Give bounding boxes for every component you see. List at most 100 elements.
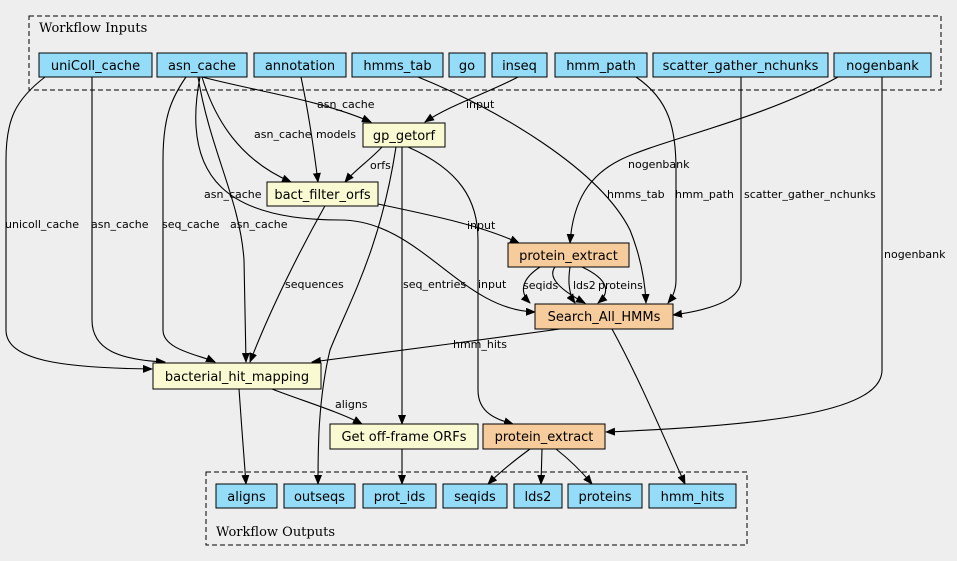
edge-mapping-to-aligns bbox=[238, 388, 250, 485]
node-asn-cache[interactable]: asn_cache bbox=[156, 52, 248, 78]
node-out-aligns-label: aligns bbox=[227, 490, 266, 505]
node-asn-cache-label: asn_cache bbox=[168, 59, 236, 74]
edge-nogenbank-to-pe2 bbox=[605, 77, 883, 436]
edge-label-pe1-lds2: lds2 bbox=[573, 279, 596, 292]
node-gp-getorf-label: gp_getorf bbox=[373, 129, 436, 144]
edge-label-mapping-to-offframe: aligns bbox=[335, 398, 368, 411]
node-out-aligns[interactable]: aligns bbox=[215, 483, 278, 509]
node-out-hmm-hits[interactable]: hmm_hits bbox=[648, 483, 737, 509]
node-bacterial-hit-mapping[interactable]: bacterial_hit_mapping bbox=[152, 362, 322, 390]
edge-label-asn-to-getorf: asn_cache bbox=[317, 98, 375, 111]
node-hmm-path[interactable]: hmm_path bbox=[554, 52, 648, 78]
node-annotation[interactable]: annotation bbox=[253, 52, 347, 78]
node-out-proteins-label: proteins bbox=[579, 490, 632, 505]
node-nogenbank-label: nogenbank bbox=[846, 59, 919, 74]
edge-label-asn-to-mapping-asn: asn_cache bbox=[230, 218, 288, 231]
edge-pe2-to-lds2 bbox=[537, 448, 546, 485]
edge-getorf-to-outseqs bbox=[314, 146, 397, 485]
node-bacterial-hit-mapping-label: bacterial_hit_mapping bbox=[165, 370, 309, 385]
node-out-seqids-label: seqids bbox=[454, 490, 496, 505]
node-search-all-hmms-label: Search_All_HMMs bbox=[548, 310, 661, 325]
edge-label-getorf-to-offframe: seq_entries bbox=[403, 278, 466, 291]
edges: asn_cache input asn_cache models orfs no… bbox=[5, 76, 946, 485]
node-out-proteins[interactable]: proteins bbox=[567, 483, 643, 509]
workflow-outputs-label: Workflow Outputs bbox=[216, 525, 335, 540]
edge-label-inseq-to-getorf: input bbox=[466, 98, 495, 111]
edge-asn-to-mapping-seq bbox=[162, 76, 216, 363]
node-unicoll-cache[interactable]: uniColl_cache bbox=[38, 52, 153, 78]
workflow-outputs-cluster bbox=[205, 471, 748, 546]
node-scatter-gather-nchunks-label: scatter_gather_nchunks bbox=[663, 59, 819, 74]
edge-getorf-to-pe2 bbox=[407, 146, 514, 426]
edge-mapping-to-offframe bbox=[271, 388, 363, 425]
node-hmm-path-label: hmm_path bbox=[566, 59, 636, 74]
node-scatter-gather-nchunks[interactable]: scatter_gather_nchunks bbox=[652, 52, 829, 78]
node-go-label: go bbox=[459, 59, 475, 74]
node-hmms-tab-label: hmms_tab bbox=[363, 59, 431, 74]
edge-label-getorf-to-filter: orfs bbox=[370, 159, 391, 172]
edge-pe1-proteins-b bbox=[552, 266, 586, 304]
node-protein-extract-1-label: protein_extract bbox=[519, 249, 618, 264]
edge-label-hmms-tab-to-search: hmms_tab bbox=[607, 188, 665, 201]
edge-annotation-to-filter bbox=[300, 76, 321, 183]
output-nodes: aligns outseqs prot_ids seqids lds2 prot… bbox=[215, 483, 737, 509]
node-annotation-label: annotation bbox=[265, 59, 335, 74]
edge-search-to-hmm-hits bbox=[611, 328, 686, 485]
edge-label-asn-to-filter: asn_cache bbox=[254, 128, 312, 141]
node-bact-filter-orfs[interactable]: bact_filter_orfs bbox=[266, 181, 379, 207]
node-out-hmm-hits-label: hmm_hits bbox=[661, 490, 725, 505]
edge-label-scatter-to-search: scatter_gather_nchunks bbox=[744, 188, 876, 201]
node-protein-extract-2-label: protein_extract bbox=[495, 430, 594, 445]
edge-nogenbank-to-pe1 bbox=[566, 76, 839, 244]
edge-label-nogenbank-to-pe1: nogenbank bbox=[628, 158, 690, 171]
node-out-outseqs-label: outseqs bbox=[294, 490, 345, 505]
edge-asn-to-filter bbox=[201, 76, 292, 183]
edge-pe1-proteins bbox=[581, 266, 608, 304]
edge-unicoll-to-mapping bbox=[5, 76, 153, 373]
node-nogenbank[interactable]: nogenbank bbox=[833, 52, 932, 78]
edge-label-pe1-proteins: proteins bbox=[598, 279, 643, 292]
edge-label-hmm-path-to-search: hmm_path bbox=[675, 188, 734, 201]
node-gp-getorf[interactable]: gp_getorf bbox=[362, 122, 446, 148]
edge-pe2-to-seqids bbox=[487, 448, 531, 485]
node-out-outseqs[interactable]: outseqs bbox=[283, 483, 356, 509]
edge-scatter-to-search bbox=[672, 77, 742, 318]
node-out-lds2-label: lds2 bbox=[525, 490, 552, 505]
edge-label-asn-to-search: asn_cache bbox=[204, 188, 262, 201]
edge-label-pe1-seqids: seqids bbox=[523, 279, 559, 292]
edge-label-asn-to-mapping-seq: seq_cache bbox=[162, 218, 220, 231]
node-out-prot-ids[interactable]: prot_ids bbox=[362, 483, 437, 509]
node-protein-extract-1[interactable]: protein_extract bbox=[507, 242, 630, 268]
edge-inseq-to-getorf bbox=[424, 76, 519, 123]
step-nodes: gp_getorf bact_filter_orfs protein_extra… bbox=[152, 122, 674, 450]
edge-pe2-to-proteins bbox=[555, 448, 593, 485]
edge-asn-to-mapping-cache bbox=[91, 77, 166, 366]
workflow-inputs-label: Workflow Inputs bbox=[39, 21, 147, 36]
edge-asn-to-search bbox=[195, 76, 536, 316]
node-hmms-tab[interactable]: hmms_tab bbox=[351, 52, 444, 78]
edge-label-search-to-mapping: hmm_hits bbox=[453, 338, 507, 351]
edge-pe1-lds2 bbox=[566, 266, 576, 304]
edge-label-unicoll-to-mapping: unicoll_cache bbox=[5, 218, 79, 231]
node-search-all-hmms[interactable]: Search_All_HMMs bbox=[534, 303, 674, 330]
workflow-inputs-cluster bbox=[28, 15, 942, 91]
edge-asn-to-getorf bbox=[201, 76, 372, 123]
edge-filter-to-pe1 bbox=[377, 203, 520, 244]
node-unicoll-cache-label: uniColl_cache bbox=[51, 59, 140, 74]
node-get-off-frame-orfs[interactable]: Get off-frame ORFs bbox=[329, 423, 479, 450]
edge-label-nogenbank-to-pe2: nogenbank bbox=[884, 248, 946, 261]
edge-label-annotation-to-filter: models bbox=[316, 128, 356, 141]
edge-label-getorf-to-pe2: input bbox=[478, 278, 507, 291]
node-out-seqids[interactable]: seqids bbox=[442, 483, 508, 509]
node-out-lds2[interactable]: lds2 bbox=[513, 483, 563, 509]
node-out-prot-ids-label: prot_ids bbox=[374, 490, 426, 505]
edge-filter-to-mapping bbox=[249, 203, 327, 363]
edge-label-filter-to-mapping: sequences bbox=[285, 278, 344, 291]
node-go[interactable]: go bbox=[448, 52, 486, 78]
node-bact-filter-orfs-label: bact_filter_orfs bbox=[274, 188, 371, 203]
node-protein-extract-2[interactable]: protein_extract bbox=[482, 423, 606, 450]
node-inseq[interactable]: inseq bbox=[491, 52, 548, 78]
edge-pe1-seqids bbox=[520, 266, 541, 304]
edge-asn-to-mapping-asn bbox=[197, 76, 250, 363]
